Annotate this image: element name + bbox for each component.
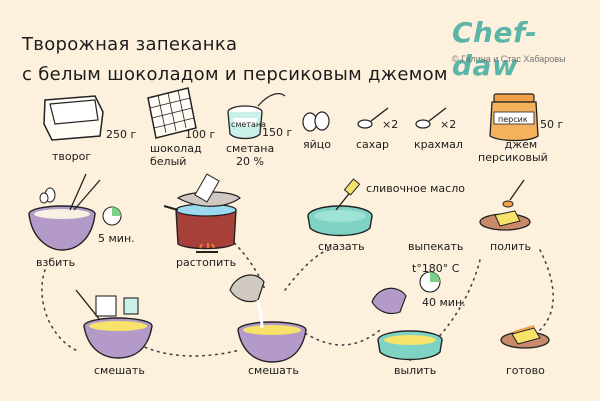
peach-jam-line-2: персиковый <box>478 151 548 164</box>
recipe-title: Творожная запеканка с белым шоколадом и … <box>22 30 448 90</box>
melt-pot-icon <box>163 173 241 253</box>
whisk-time: 5 мин. <box>98 232 135 245</box>
ingredient-label-cottage-cheese: творог <box>52 150 92 163</box>
step-label-bake: выпекать <box>408 240 464 253</box>
peach-jam-line-1: джем <box>504 138 538 151</box>
ingredient-label-eggs: яйцо <box>303 138 331 151</box>
ingredient-label-sour-cream: сметана 20 % <box>226 142 274 168</box>
recipe-title-line-2: с белым шоколадом и персиковым джемом <box>22 64 448 85</box>
sour-cream-package-label: сметана <box>231 120 267 129</box>
recipe-title-line-1: Творожная запеканка <box>22 34 238 55</box>
mix-bowl-1-icon <box>75 289 153 359</box>
ingredient-qty-sugar: ×2 <box>382 118 399 131</box>
brand-logo: Chef-daw <box>452 16 538 82</box>
ingredient-label-starch: крахмал <box>414 138 463 151</box>
ingredient-qty-cottage-cheese: 250 г <box>106 128 137 141</box>
sour-cream-line-1: сметана <box>226 142 275 155</box>
white-chocolate-icon <box>147 87 197 139</box>
pour-jam-plate-icon <box>479 179 531 231</box>
grease-note: сливочное масло <box>366 182 465 195</box>
sour-cream-line-2: 20 % <box>236 155 264 168</box>
bake-temperature: t°180° С <box>412 262 460 275</box>
whisk-bowl-icon <box>28 173 122 251</box>
step-label-mix-2: смешать <box>248 364 299 377</box>
grease-pan-icon <box>307 178 373 237</box>
white-chocolate-line-1: шоколад <box>150 142 202 155</box>
peach-jam-icon <box>489 93 539 142</box>
starch-spoon-icon <box>415 107 447 129</box>
step-label-pour-jam: полить <box>490 240 531 253</box>
ingredient-label-sugar: сахар <box>356 138 390 151</box>
ingredient-qty-starch: ×2 <box>440 118 457 131</box>
step-label-pour-out: вылить <box>394 364 437 377</box>
author-credit: © Галина и Стас Хабаровы <box>452 54 566 64</box>
bake-time: 40 мин. <box>422 296 466 309</box>
step-label-whisk: взбить <box>36 256 76 269</box>
bake-timer-icon <box>419 271 441 293</box>
ingredient-label-peach-jam: джем персиковый <box>478 138 548 164</box>
cottage-cheese-icon <box>43 95 104 141</box>
mix-bowl-2-icon <box>229 274 307 363</box>
step-label-melt: растопить <box>176 256 237 269</box>
ingredient-label-white-chocolate: шоколад белый <box>150 142 202 168</box>
finished-casserole-icon <box>500 325 550 349</box>
sour-cream-icon <box>227 93 286 140</box>
white-chocolate-line-2: белый <box>150 155 187 168</box>
sugar-spoon-icon <box>357 107 389 129</box>
step-label-done: готово <box>506 364 545 377</box>
pour-out-icon <box>371 287 443 361</box>
ingredient-qty-white-chocolate: 100 г <box>185 128 216 141</box>
peach-jam-jar-label: персик <box>498 115 528 124</box>
ingredient-qty-sour-cream: 150 г <box>262 126 293 139</box>
ingredient-qty-peach-jam: 50 г <box>540 118 564 131</box>
step-label-grease: смазать <box>318 240 365 253</box>
step-label-mix-1: смешать <box>94 364 145 377</box>
eggs-icon <box>302 111 330 132</box>
